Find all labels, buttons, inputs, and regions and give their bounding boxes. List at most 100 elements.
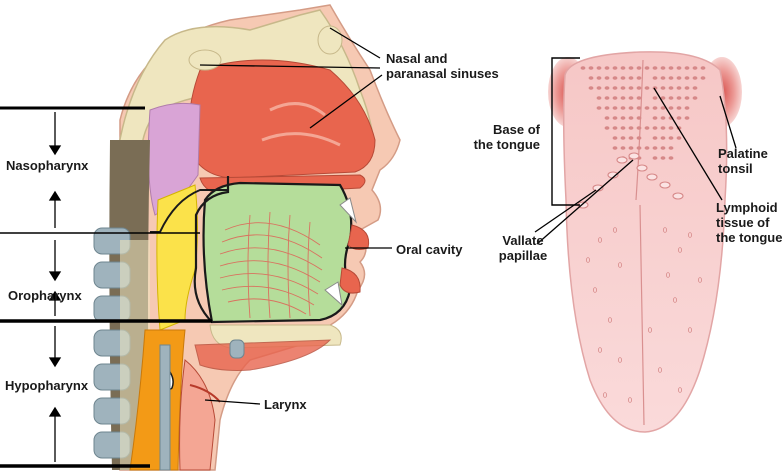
surface-papilla [613,227,618,233]
lymphoid-dot [628,86,634,90]
lymphoid-dot [636,126,642,130]
sinus-frontal [188,49,222,71]
lymphoid-dot [684,116,690,120]
lymphoid-dot [604,106,610,110]
lymphoid-dot [676,86,682,90]
label-oropharynx: Oropharynx [8,288,82,303]
lymphoid-dot [612,66,618,70]
tongue-leader-lines [534,87,737,245]
lymphoid-dot [676,106,682,110]
lymphoid-dot [620,96,626,100]
lymphoid-dot [676,66,682,70]
lymphoid-dot [676,96,682,100]
lymphoid-dot [636,66,642,70]
lymphoid-dot [652,116,658,120]
label-hypopharynx: Hypopharynx [5,378,89,393]
lymphoid-dot [644,66,650,70]
lymphoid-dot [628,136,634,140]
surface-papilla [598,347,603,353]
lymphoid-dot [636,136,642,140]
lymphoid-dot [652,156,658,160]
oropharynx-region [156,184,198,331]
lymphoid-dot [612,146,618,150]
lymphoid-dot [684,106,690,110]
lymphoid-dot [652,136,658,140]
lymphoid-dot [612,106,618,110]
lymphoid-dot [644,106,650,110]
surface-papilla [593,287,598,293]
lymphoid-dot [580,66,586,70]
upper-lip [347,224,370,250]
vallate-papillae-ovals [577,152,684,209]
lymphoid-dots [580,66,706,160]
lymphoid-dot [660,66,666,70]
lymphoid-dot [636,116,642,120]
soft-palate [193,176,230,323]
label-base-of-tongue: Base of the tongue [473,122,540,152]
surface-papilla [608,317,613,323]
region-arrows [48,112,62,462]
upper-tooth [339,197,357,224]
lymphoid-dot [628,146,634,150]
lymphoid-dot [604,116,610,120]
hyoid-bone [229,339,245,359]
lymphoid-dot [620,86,626,90]
lymphoid-dot [660,146,666,150]
lymphoid-dot [628,76,634,80]
lymphoid-dot [660,156,666,160]
surface-papilla [603,392,608,398]
lymphoid-dot [692,86,698,90]
lymphoid-dot [612,86,618,90]
lymphoid-dot [676,76,682,80]
leader-lines [199,27,392,405]
lymphoid-dot [652,96,658,100]
lymphoid-dot [684,96,690,100]
lymphoid-dot [660,76,666,80]
lymphoid-dot [668,96,674,100]
label-nasopharynx: Nasopharynx [6,158,89,173]
lymphoid-dot [668,66,674,70]
tongue-midline [635,59,645,426]
vocal-fold [189,384,221,403]
surface-papilla [598,237,603,243]
lymphoid-dot [620,66,626,70]
lymphoid-dot [652,146,658,150]
sinus-frontal-2 [317,25,343,55]
label-nasal-sinuses: Nasal and paranasal sinuses [386,51,499,81]
lymphoid-dot [620,126,626,130]
lymphoid-dot [596,76,602,80]
lymphoid-dot [668,146,674,150]
lymphoid-dot [660,96,666,100]
lymphoid-dot [604,126,610,130]
lymphoid-dot [612,96,618,100]
lymphoid-dot [596,66,602,70]
surface-papilla [678,247,683,253]
tongue-illustration [534,51,742,433]
surface-papilla [618,262,623,268]
surface-papilla [688,232,693,238]
lymphoid-dot [644,86,650,90]
lymphoid-dot [692,96,698,100]
lymphoid-dot [660,136,666,140]
label-lymphoid-tissue: Lymphoid tissue of the tongue [716,200,783,245]
lymphoid-dot [612,76,618,80]
surface-papilla [618,357,623,363]
tongue-muscle [219,211,323,319]
lymphoid-dot [644,146,650,150]
label-vallate-papillae: Vallate papillae [498,233,548,263]
lymphoid-dot [660,86,666,90]
lymphoid-dot [668,106,674,110]
lymphoid-dot [668,156,674,160]
surface-papilla [648,327,653,333]
surface-papilla [688,327,693,333]
lymphoid-dot [636,146,642,150]
lymphoid-dot [660,106,666,110]
lymphoid-dot [660,126,666,130]
head-section [0,4,401,471]
lymphoid-dot [652,66,658,70]
lymphoid-dot [684,76,690,80]
turbinate [269,102,326,117]
lymphoid-dot [620,106,626,110]
lymphoid-dot [684,66,690,70]
lymphoid-dot [620,136,626,140]
